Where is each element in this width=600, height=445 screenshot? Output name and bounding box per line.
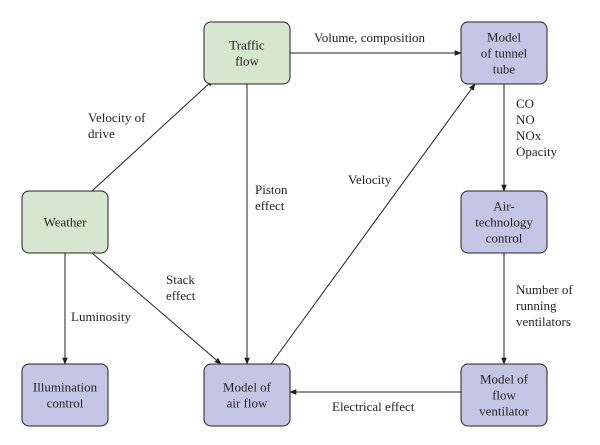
illumination-control-label-line: control (47, 396, 84, 411)
weather-label-line: Weather (44, 215, 88, 230)
traffic-flow-label-line: Traffic (229, 38, 265, 53)
model-air-flow-label-line: air flow (227, 396, 268, 411)
electrical-effect-label: Electrical effect (332, 399, 415, 414)
model-tunnel-tube-label-line: Model (487, 30, 521, 45)
stack-effect-label-line: Stack (166, 272, 195, 287)
emissions-label-line: Opacity (516, 144, 558, 159)
electrical-effect-label-line: Electrical effect (332, 399, 415, 414)
luminosity-label: Luminosity (71, 309, 131, 324)
weather-box (21, 190, 109, 254)
velocity-of-drive-label-line: Velocity of (88, 110, 146, 125)
model-flow-ventilator-label-line: flow (492, 388, 516, 403)
velocity-label: Velocity (348, 172, 392, 187)
number-of-running-ventilators-label-line: running (516, 298, 557, 313)
emissions-label-line: NOx (516, 128, 542, 143)
weather-node: Weather (21, 190, 109, 254)
luminosity-label-line: Luminosity (71, 309, 131, 324)
number-of-running-ventilators-label-line: Number of (516, 282, 573, 297)
piston-effect-label-line: effect (255, 198, 285, 213)
velocity-arrow (270, 83, 476, 365)
air-technology-control-box (460, 190, 548, 254)
illumination-control-label-line: Illumination (33, 380, 98, 395)
number-of-running-ventilators-label-line: ventilators (516, 314, 571, 329)
traffic-flow-box (203, 21, 291, 85)
stack-effect-label-line: effect (166, 288, 196, 303)
weather-label: Weather (44, 215, 88, 230)
model-flow-ventilator-label-line: Model of (480, 372, 529, 387)
model-air-flow-box (203, 363, 291, 427)
traffic-flow-label-line: flow (235, 54, 259, 69)
illumination-control-box (21, 363, 109, 427)
emissions-label-line: NO (516, 112, 535, 127)
model-flow-ventilator-box (460, 363, 548, 427)
emissions-label-line: CO (516, 96, 534, 111)
velocity-of-drive-label-line: drive (88, 126, 115, 141)
model-tunnel-tube-label-line: of tunnel (481, 46, 528, 61)
model-tunnel-tube-label-line: tube (493, 62, 516, 77)
air-technology-control-label-line: Air- (493, 199, 514, 214)
model-flow-ventilator-label-line: ventilator (479, 404, 529, 419)
velocity-of-drive-arrow (91, 79, 214, 192)
air-technology-control-label-line: control (486, 231, 523, 246)
model-air-flow-label-line: Model of (223, 380, 272, 395)
stack-effect-arrow (91, 252, 222, 365)
volume-composition-label: Volume, composition (314, 30, 425, 45)
piston-effect-label-line: Piston (255, 182, 288, 197)
volume-composition-label-line: Volume, composition (314, 30, 425, 45)
velocity-label-line: Velocity (348, 172, 392, 187)
model-tunnel-tube-box (460, 21, 548, 85)
air-technology-control-label-line: technology (475, 215, 533, 230)
